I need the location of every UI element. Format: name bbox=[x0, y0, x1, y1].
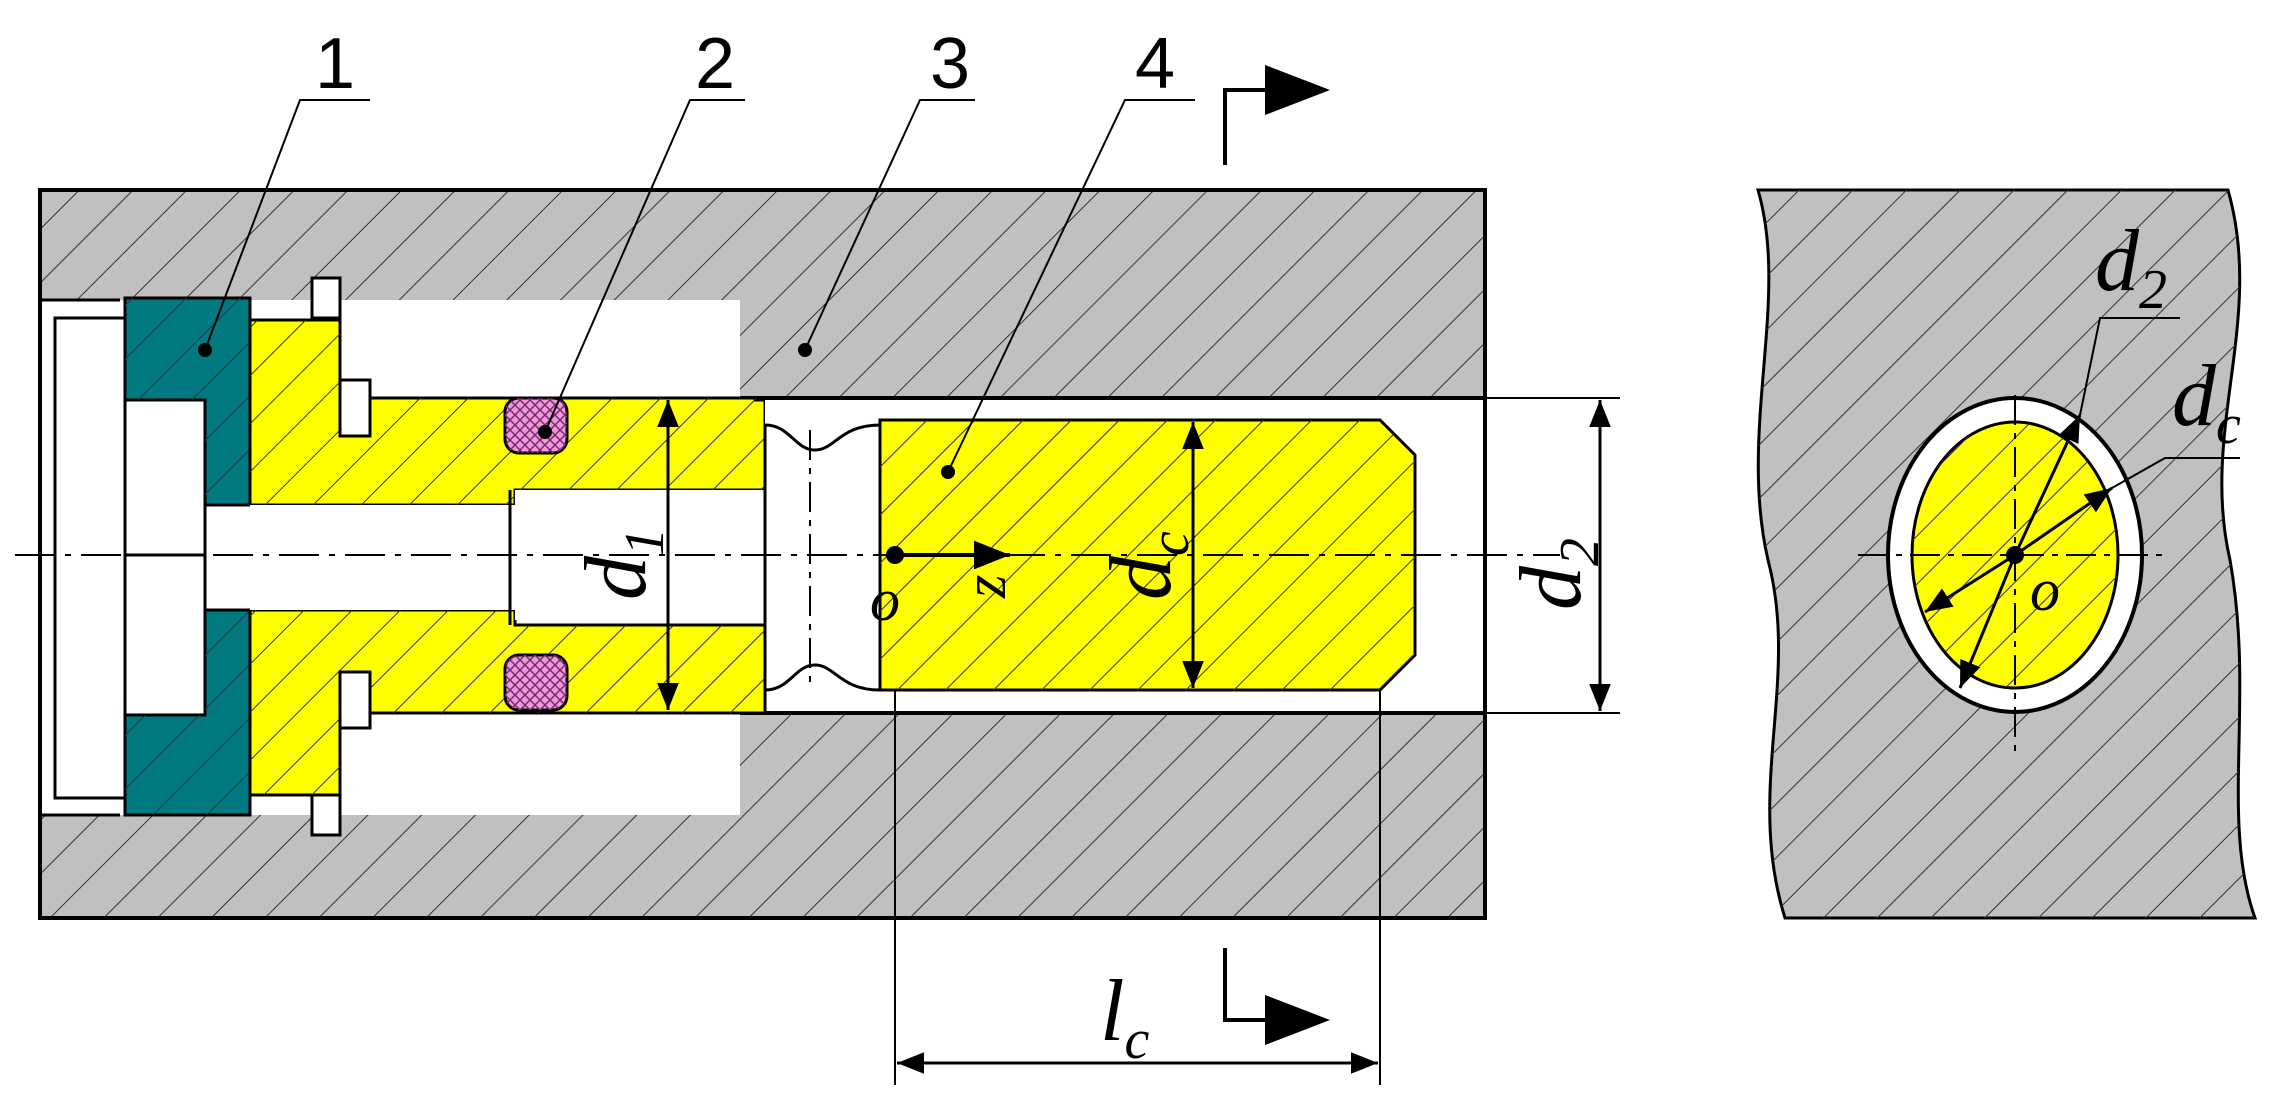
section-label-dc: dc bbox=[2172, 348, 2241, 456]
origin-label: o bbox=[870, 567, 900, 633]
label-lc: lc bbox=[1100, 963, 1149, 1071]
section-origin-label: o bbox=[2030, 557, 2060, 623]
section-marker-bottom bbox=[1223, 948, 1270, 1022]
section-view: d2 dc o bbox=[1756, 188, 2258, 920]
label-d1: d1 bbox=[568, 528, 676, 600]
section-marker-top bbox=[1223, 88, 1270, 165]
callout-3: 3 bbox=[930, 24, 970, 104]
label-dc: dc bbox=[1093, 531, 1201, 600]
axis-z-label: z bbox=[952, 575, 1018, 599]
callout-4: 4 bbox=[1135, 24, 1175, 104]
label-d2: d2 bbox=[1503, 538, 1611, 610]
callout-1: 1 bbox=[315, 24, 355, 104]
main-view: 1 2 3 4 d1 dc d2 o z bbox=[15, 24, 1620, 1085]
callout-2: 2 bbox=[695, 24, 735, 104]
section-label-d2: d2 bbox=[2095, 213, 2167, 321]
